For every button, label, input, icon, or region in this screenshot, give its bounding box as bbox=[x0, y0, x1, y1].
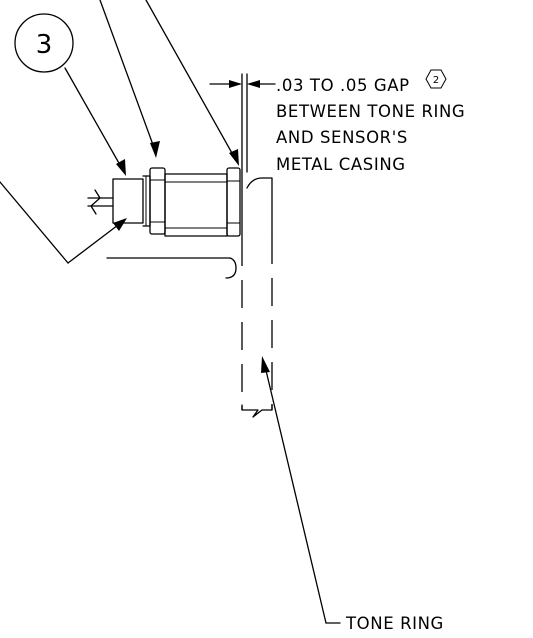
tone-ring-section bbox=[106, 73, 273, 418]
gap-note-line4: METAL CASING bbox=[276, 155, 406, 174]
gap-note-line3: AND SENSOR'S bbox=[276, 128, 408, 147]
gap-dimension bbox=[209, 80, 276, 88]
cable-break bbox=[87, 189, 113, 215]
sensor-assembly bbox=[87, 167, 241, 237]
gap-note: .03 TO .05 GAP 2 BETWEEN TONE RING AND S… bbox=[276, 69, 465, 174]
gap-note-line1: .03 TO .05 GAP bbox=[276, 76, 410, 95]
tone-ring-leader: TONE RING bbox=[261, 356, 444, 633]
callout-number: 3 bbox=[36, 30, 53, 60]
gap-note-line2: BETWEEN TONE RING bbox=[276, 102, 465, 121]
gap-note-ref: 2 bbox=[433, 75, 439, 86]
tone-ring-label: TONE RING bbox=[345, 614, 444, 633]
leader-lines-left bbox=[0, 181, 127, 264]
leader-lines-top bbox=[64, 0, 239, 176]
callout-balloon: 3 bbox=[14, 13, 74, 73]
note-hexagon bbox=[425, 69, 447, 89]
